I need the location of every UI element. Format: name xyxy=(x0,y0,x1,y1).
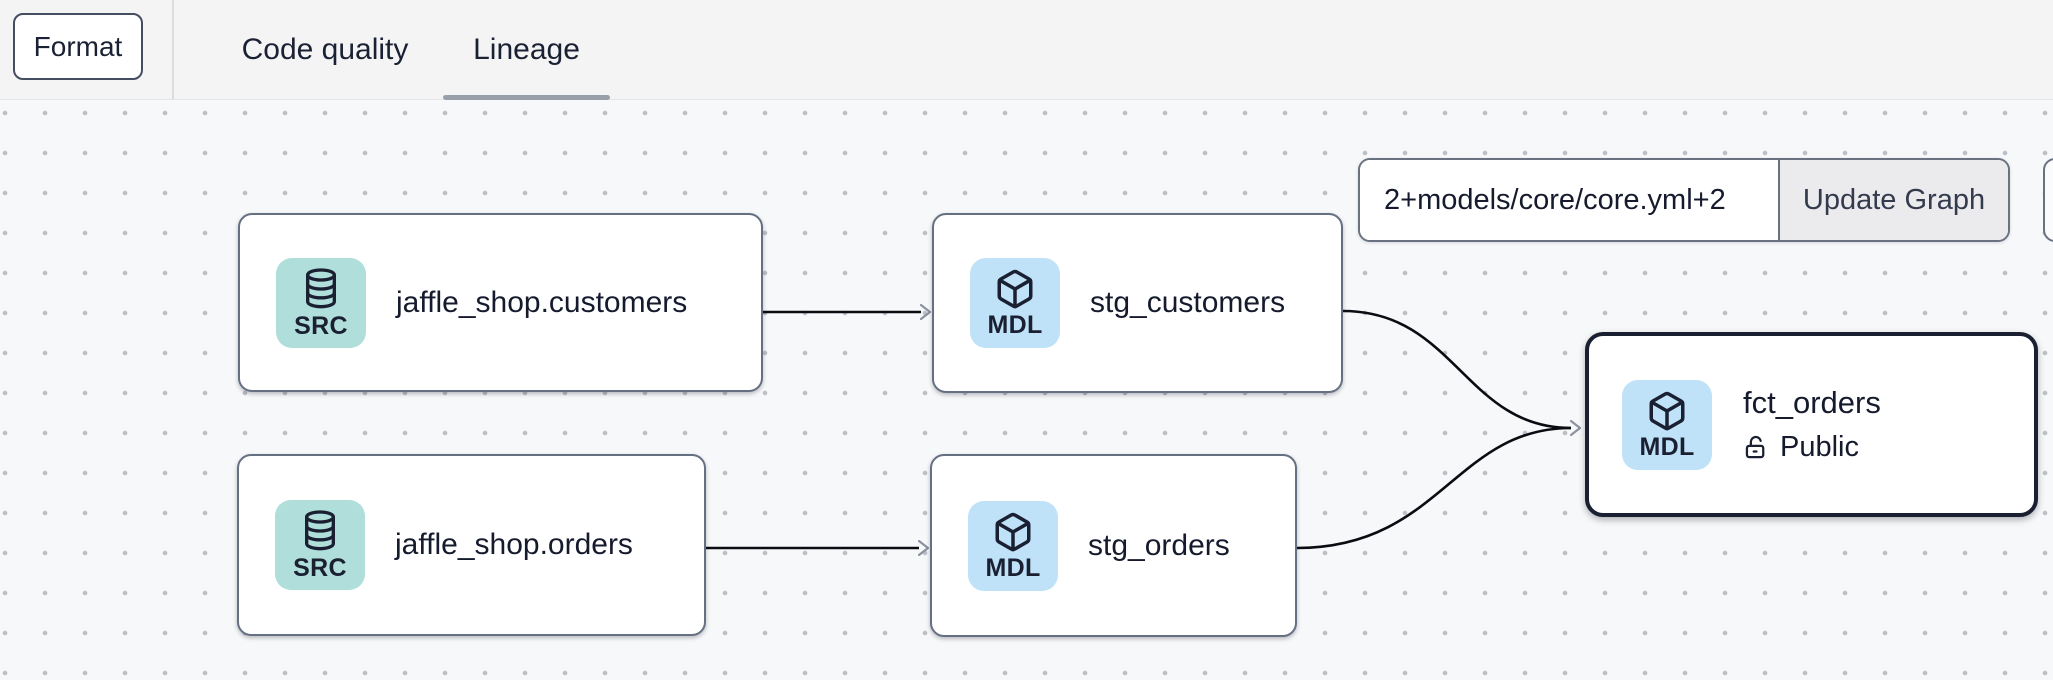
topbar-divider xyxy=(172,0,174,100)
badge-label: SRC xyxy=(293,554,347,582)
database-icon xyxy=(305,510,335,551)
database-icon xyxy=(306,267,336,308)
model-selector-input[interactable] xyxy=(1360,160,1778,240)
editor-topbar: Format Code quality Lineage xyxy=(0,0,2053,100)
node-label: fct_orders xyxy=(1743,384,1881,420)
node-label: stg_orders xyxy=(1088,528,1230,562)
model-type-badge: MDL xyxy=(970,258,1060,348)
node-jaffle-shop-orders[interactable]: SRC jaffle_shop.orders xyxy=(237,454,706,636)
model-type-badge: MDL xyxy=(1622,379,1712,470)
source-type-badge: SRC xyxy=(275,500,365,590)
cube-icon xyxy=(997,269,1033,309)
tab-code-quality[interactable]: Code quality xyxy=(241,33,409,66)
access-label: Public xyxy=(1780,430,1859,463)
node-label: jaffle_shop.orders xyxy=(395,528,633,561)
cube-icon xyxy=(1649,391,1685,430)
unlock-icon xyxy=(1745,435,1765,458)
node-label: jaffle_shop.customers xyxy=(396,285,688,319)
node-jaffle-shop-customers[interactable]: SRC jaffle_shop.customers xyxy=(238,213,763,392)
node-fct-orders[interactable]: MDL fct_orders Public xyxy=(1585,332,2038,517)
model-type-badge: MDL xyxy=(968,500,1058,591)
badge-label: MDL xyxy=(1639,432,1695,461)
update-graph-button[interactable]: Update Graph xyxy=(1778,160,2008,240)
node-label: stg_customers xyxy=(1090,286,1286,319)
cube-icon xyxy=(995,512,1031,551)
node-stg-customers[interactable]: MDL stg_customers xyxy=(932,213,1343,393)
lineage-selector-group: Update Graph xyxy=(1358,158,2010,242)
tab-lineage[interactable]: Lineage xyxy=(473,33,580,66)
badge-label: MDL xyxy=(985,553,1041,582)
clipped-panel-button[interactable] xyxy=(2043,158,2053,242)
badge-label: MDL xyxy=(987,311,1043,339)
source-type-badge: SRC xyxy=(276,257,366,348)
badge-label: SRC xyxy=(294,311,348,340)
node-access-row: Public xyxy=(1743,425,1881,470)
format-button[interactable]: Format xyxy=(13,13,143,80)
node-stg-orders[interactable]: MDL stg_orders xyxy=(930,454,1297,637)
active-tab-indicator xyxy=(443,95,610,100)
